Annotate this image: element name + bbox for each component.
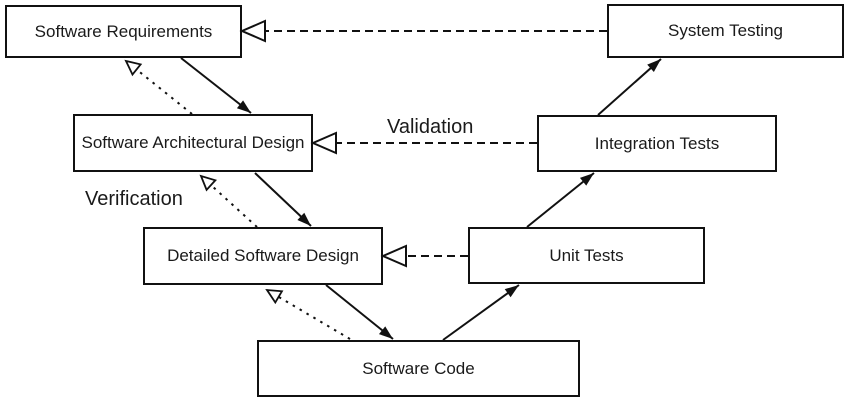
box-unit-tests: Unit Tests [468, 227, 705, 284]
box-label: Software Architectural Design [81, 133, 305, 152]
box-label: Detailed Software Design [167, 246, 359, 265]
box-label: Unit Tests [549, 245, 624, 265]
box-label: Software Code [362, 358, 475, 378]
box-software-requirements: Software Requirements [5, 5, 242, 58]
arrow-detailed-design-to-code [325, 284, 394, 340]
verification-label: Verification [85, 188, 183, 210]
verification-detailed-to-architectural [199, 174, 258, 228]
validation-label: Validation [387, 116, 474, 138]
verification-code-to-detailed-design [265, 288, 351, 340]
arrow-integration-to-system-testing [597, 58, 662, 116]
verification-architectural-to-requirements [124, 59, 193, 115]
box-label: Integration Tests [594, 133, 720, 153]
box-label: System Testing [668, 21, 783, 40]
arrow-code-to-unit-tests [442, 284, 520, 341]
arrow-requirements-to-architectural-design [180, 57, 252, 114]
box-label: Software Requirements [34, 21, 213, 41]
box-software-architectural-design: Software Architectural Design [73, 114, 313, 172]
box-system-testing: System Testing [607, 4, 844, 58]
box-integration-tests: Integration Tests [537, 115, 777, 172]
arrow-architectural-to-detailed-design [254, 172, 312, 227]
box-detailed-software-design: Detailed Software Design [143, 227, 383, 285]
box-software-code: Software Code [257, 340, 580, 397]
arrow-unit-to-integration-tests [526, 172, 595, 228]
